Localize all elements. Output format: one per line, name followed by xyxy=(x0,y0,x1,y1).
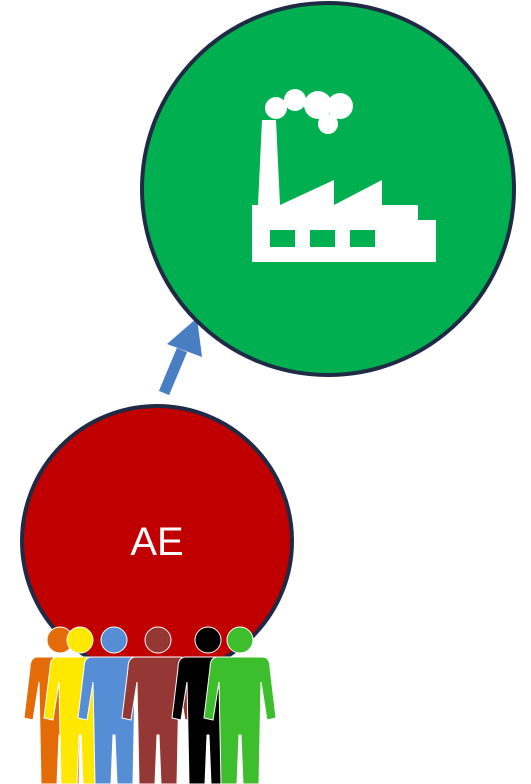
arrow-head xyxy=(167,318,202,357)
ae-label: AE xyxy=(130,520,183,564)
edge-ae-to-factory xyxy=(158,318,202,396)
factory-icon xyxy=(252,89,436,262)
arrow-shaft xyxy=(158,347,188,396)
person-figure xyxy=(203,626,277,784)
node-ae: AE xyxy=(20,404,294,678)
node-factory xyxy=(140,1,516,377)
people-group-icon xyxy=(23,626,277,784)
